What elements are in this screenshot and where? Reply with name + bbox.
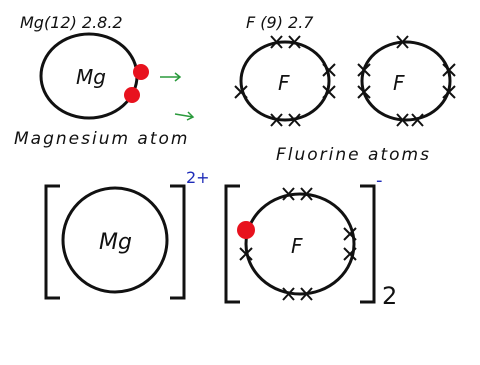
mg-ion-bracket-left [44, 184, 60, 300]
f-ion-charge: - [376, 170, 383, 191]
f-ion-shell [244, 192, 356, 296]
f-config-label: F (9) 2.7 [246, 13, 314, 32]
f-atoms: F (9) 2.7 F F [234, 13, 456, 165]
mg-ion-charge: 2+ [186, 168, 210, 187]
mg-ion-symbol: Mg [99, 230, 132, 255]
transfer-arrow-2 [174, 111, 195, 121]
f-ion-gained-electron [237, 221, 255, 239]
f-atom-left: F [234, 35, 336, 127]
f-atom-right-symbol: F [393, 71, 405, 95]
f-ion-bracket-right [360, 184, 376, 304]
mg-atom-caption: Magnesium atom [14, 129, 189, 149]
mg-ion: Mg 2+ [44, 168, 210, 300]
f-atoms-caption: Fluorine atoms [276, 145, 431, 165]
f-atom-right: F [357, 35, 456, 127]
mg-outer-electron-1 [133, 64, 149, 80]
f-ion-symbol: F [291, 234, 303, 258]
mg-config-label: Mg(12) 2.8.2 [20, 13, 123, 32]
f-atom-right-shell [360, 40, 452, 122]
transfer-arrow-1 [160, 72, 182, 82]
f-atom-left-symbol: F [278, 71, 290, 95]
mg-atom: Mg(12) 2.8.2 Mg Magnesium atom [14, 13, 189, 149]
mg-ion-shell [61, 186, 169, 294]
f-atom-right-electrons [357, 35, 456, 127]
f-ion-bracket-left [224, 184, 240, 304]
transfer-arrows [160, 72, 195, 121]
f-atom-left-shell [239, 40, 331, 122]
f-atom-left-electrons [234, 35, 336, 127]
f-ion-electrons [239, 187, 357, 301]
mg-ion-bracket-right [170, 184, 186, 300]
mg-outer-electron-2 [124, 87, 140, 103]
f-ion: F - 2 [224, 170, 397, 310]
mg-atom-symbol: Mg [76, 65, 106, 89]
f-ion-count: 2 [382, 282, 397, 310]
